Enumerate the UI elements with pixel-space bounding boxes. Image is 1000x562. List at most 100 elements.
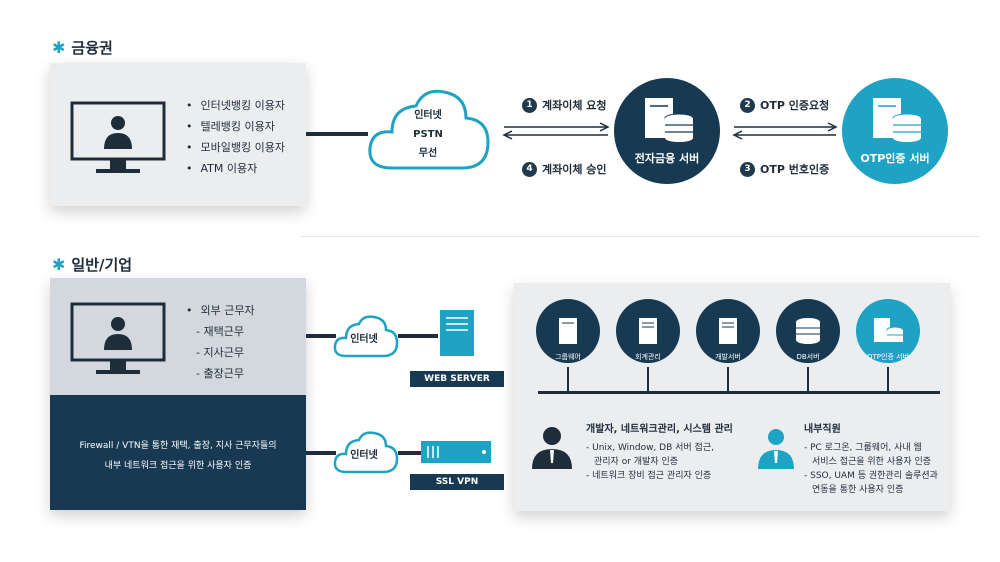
person-icon — [758, 429, 794, 469]
list-item: - 출장근무 — [196, 367, 244, 380]
cloud-label: 인터넷 — [350, 450, 378, 461]
efinance-server-node: 전자금융 서버 — [614, 78, 720, 184]
connector-line — [567, 367, 569, 391]
auth-description-line: 내부 네트워크 접근을 위한 사용자 인증 — [104, 461, 252, 471]
cloud-icon — [368, 89, 490, 170]
cloud-text: 인터넷 PSTN 무선 — [380, 106, 476, 163]
otp-server-node-small — [856, 299, 920, 363]
step-label: 계좌이체 요청 — [542, 99, 607, 112]
staff-line: 서비스 접근을 위한 사용자 인증 — [812, 457, 932, 467]
asterisk-icon: ✱ — [52, 255, 66, 274]
developer-line: - 네트워크 장비 접근 관리자 인증 — [586, 471, 712, 481]
otp-server-node: OTP인증 서버 — [842, 78, 948, 184]
double-arrow-icon — [732, 122, 838, 140]
list-item: •외부 근무자 — [186, 304, 255, 317]
node-label: 그룹웨어 — [555, 353, 581, 361]
staff-line: 연동을 통한 사용자 인증 — [812, 485, 904, 495]
enterprise-user-list: •외부 근무자 - 재택근무 - 지사근무 - 출장근무 — [186, 300, 255, 384]
otp-server-label: OTP인증 서버 — [860, 152, 930, 165]
web-server-icon — [440, 310, 474, 356]
developer-info: 개발자, 네트워크관리, 시스템 관리 - Unix, Window, DB 서… — [586, 423, 736, 483]
list-item: 인터넷뱅킹 이용자 — [186, 95, 285, 116]
step-label: 계좌이체 승인 — [542, 163, 607, 176]
list-item-label: 외부 근무자 — [200, 304, 255, 317]
groupware-node — [536, 299, 600, 363]
double-arrow-icon — [502, 122, 610, 140]
node-label: 회계관리 — [635, 353, 661, 361]
dev-server-node — [696, 299, 760, 363]
developer-heading: 개발자, 네트워크관리, 시스템 관리 — [586, 424, 733, 435]
step-number: 4 — [522, 161, 537, 177]
connector-line — [306, 451, 336, 455]
server-icon — [639, 318, 657, 344]
finance-section-title: ✱ 금융권 — [52, 37, 113, 58]
card-bottom-panel — [50, 395, 306, 510]
vpn-appliance-icon — [421, 441, 491, 463]
enterprise-user-card: •외부 근무자 - 재택근무 - 지사근무 - 출장근무 Firewall / … — [50, 278, 306, 510]
connector-line — [727, 367, 729, 391]
server-database-icon — [645, 98, 694, 142]
staff-line: - PC 로그온, 그룹웨어, 사내 웹 — [804, 443, 922, 453]
list-item: - 지사근무 — [196, 346, 244, 359]
connector-line — [887, 367, 889, 391]
staff-info: 내부직원 - PC 로그온, 그룹웨어, 사내 웹 서비스 접근을 위한 사용자… — [804, 423, 950, 497]
enterprise-title-label: 일반/기업 — [71, 256, 133, 274]
step-number: 2 — [740, 97, 755, 113]
enterprise-section-title: ✱ 일반/기업 — [52, 254, 132, 275]
node-label: OTP인증 서버 — [867, 353, 909, 361]
cloud-label: 인터넷 — [350, 334, 378, 345]
step-2: 2 OTP 인증요청 — [740, 97, 829, 113]
cloud-line: 인터넷 — [414, 110, 442, 121]
step-label: OTP 인증요청 — [760, 99, 830, 112]
staff-line: - SSO, UAM 등 권한관리 솔루션과 — [804, 471, 938, 481]
connector-line — [306, 334, 336, 338]
staff-heading: 내부직원 — [804, 424, 841, 435]
step-label: OTP 번호인증 — [760, 163, 830, 176]
database-icon — [796, 318, 820, 344]
list-item: 텔레뱅킹 이용자 — [186, 116, 285, 137]
connector-line — [306, 132, 368, 136]
step-3: 3 OTP 번호인증 — [740, 161, 829, 177]
monitor-user-icon — [70, 101, 166, 173]
developer-line: - Unix, Window, DB 서버 접근, — [586, 443, 714, 453]
person-icon — [532, 427, 572, 469]
developer-line: 관리자 or 개발자 인증 — [594, 457, 679, 467]
section-divider — [300, 236, 980, 237]
auth-description-line: Firewall / VTN을 통한 재택, 출장, 지사 근무자들의 — [79, 441, 277, 451]
step-4: 4 계좌이체 승인 — [522, 161, 607, 177]
monitor-user-icon — [70, 302, 166, 374]
network-bus-line — [538, 391, 940, 394]
cloud-line: 무선 — [418, 148, 438, 159]
card-top-panel — [50, 278, 306, 395]
finance-title-label: 금융권 — [71, 39, 113, 57]
connector-line — [807, 367, 809, 391]
finance-user-card: 인터넷뱅킹 이용자 텔레뱅킹 이용자 모바일뱅킹 이용자 ATM 이용자 — [50, 63, 306, 206]
server-icon — [719, 318, 737, 344]
step-number: 3 — [740, 161, 755, 177]
finance-user-list: 인터넷뱅킹 이용자 텔레뱅킹 이용자 모바일뱅킹 이용자 ATM 이용자 — [186, 95, 285, 179]
connector-line — [398, 334, 438, 338]
node-label: DB서버 — [796, 353, 820, 361]
asterisk-icon: ✱ — [52, 38, 66, 57]
cloud-line: PSTN — [413, 129, 443, 140]
node-label: 개발서버 — [715, 353, 741, 361]
list-item: ATM 이용자 — [186, 158, 285, 179]
ssl-vpn-label: SSL VPN — [410, 474, 504, 490]
connector-line — [647, 367, 649, 391]
server-database-icon — [874, 318, 904, 342]
server-database-icon — [873, 98, 922, 142]
auth-description: Firewall / VTN을 통한 재택, 출장, 지사 근무자들의 내부 네… — [50, 436, 306, 476]
internal-network-card: 그룹웨어 회계관리 개발서버 DB서버 OTP인증 서버 개발 — [514, 283, 950, 511]
web-server-label: WEB SERVER — [410, 371, 504, 387]
list-item: 모바일뱅킹 이용자 — [186, 137, 285, 158]
step-number: 1 — [522, 97, 537, 113]
step-1: 1 계좌이체 요청 — [522, 97, 607, 113]
connector-line — [398, 451, 422, 455]
cloud-icon — [333, 315, 399, 358]
list-item: - 재택근무 — [196, 325, 244, 338]
accounting-node — [616, 299, 680, 363]
efinance-server-label: 전자금융 서버 — [634, 152, 700, 165]
cloud-icon — [333, 431, 399, 474]
db-server-node — [776, 299, 840, 363]
server-icon — [559, 318, 577, 344]
